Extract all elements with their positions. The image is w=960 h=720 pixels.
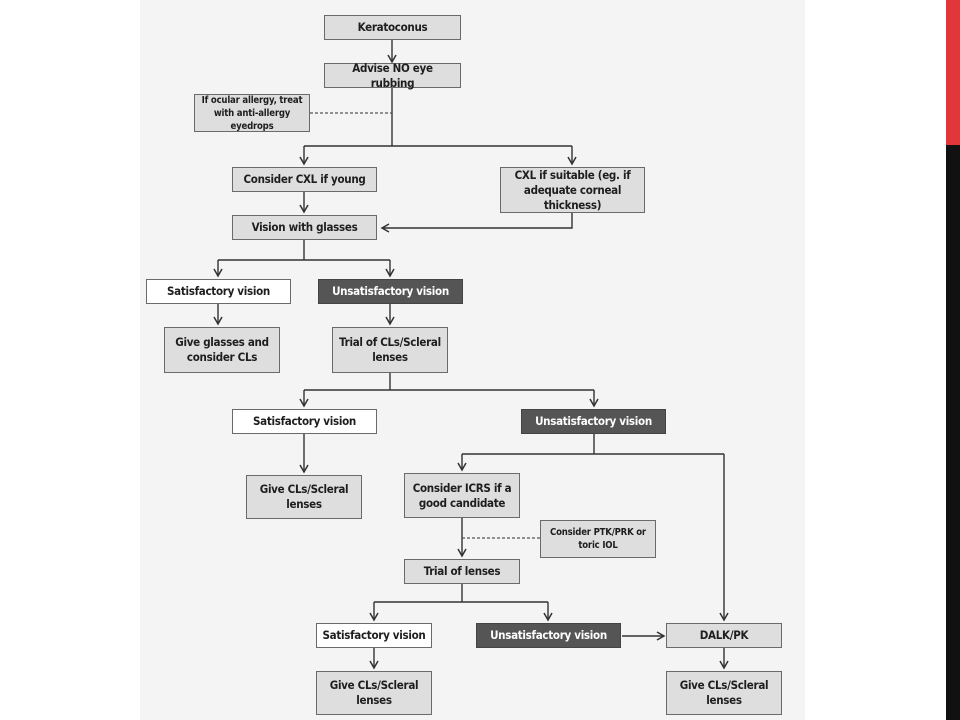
- flowchart-connectors: [213, 40, 729, 670]
- box-consider-ptk-prk: Consider PTK/PRK or toric IOL: [540, 520, 656, 558]
- box-trial-of-lenses: Trial of lenses: [404, 559, 520, 584]
- box-unsatisfactory-vision-2: Unsatisfactory vision: [521, 409, 666, 434]
- box-no-eye-rubbing: Advise NO eye rubbing: [324, 61, 461, 90]
- box-unsatisfactory-vision-3: Unsatisfactory vision: [476, 623, 621, 648]
- accent-bar-red: [946, 0, 960, 145]
- box-give-cls-scleral-3: Give CLs/Scleral lenses: [666, 671, 782, 715]
- box-give-glasses-consider-cls: Give glasses and consider CLs: [164, 327, 280, 373]
- box-satisfactory-vision-3: Satisfactory vision: [316, 623, 432, 648]
- box-cxl-young: Consider CXL if young: [232, 167, 377, 192]
- box-allergy-eyedrops: If ocular allergy, treat with anti-aller…: [194, 94, 310, 132]
- accent-bar-black: [946, 145, 960, 720]
- box-cxl-suitable: CXL if suitable (eg. if adequate corneal…: [500, 167, 645, 213]
- box-keratoconus: Keratoconus: [324, 15, 461, 40]
- box-vision-with-glasses: Vision with glasses: [232, 215, 377, 240]
- box-satisfactory-vision-2: Satisfactory vision: [232, 409, 377, 434]
- box-give-cls-scleral-2: Give CLs/Scleral lenses: [316, 671, 432, 715]
- box-satisfactory-vision-1: Satisfactory vision: [146, 279, 291, 304]
- box-consider-icrs: Consider ICRS if a good candidate: [404, 473, 520, 518]
- arrow-cxl-suitable-to-vision: [380, 213, 573, 233]
- keratoconus-flowchart: Keratoconus Advise NO eye rubbing If ocu…: [140, 0, 805, 720]
- box-give-cls-scleral-1: Give CLs/Scleral lenses: [246, 475, 362, 519]
- box-unsatisfactory-vision-1: Unsatisfactory vision: [318, 279, 463, 304]
- box-trial-cls-scleral: Trial of CLs/Scleral lenses: [332, 327, 448, 373]
- box-dalk-pk: DALK/PK: [666, 623, 782, 648]
